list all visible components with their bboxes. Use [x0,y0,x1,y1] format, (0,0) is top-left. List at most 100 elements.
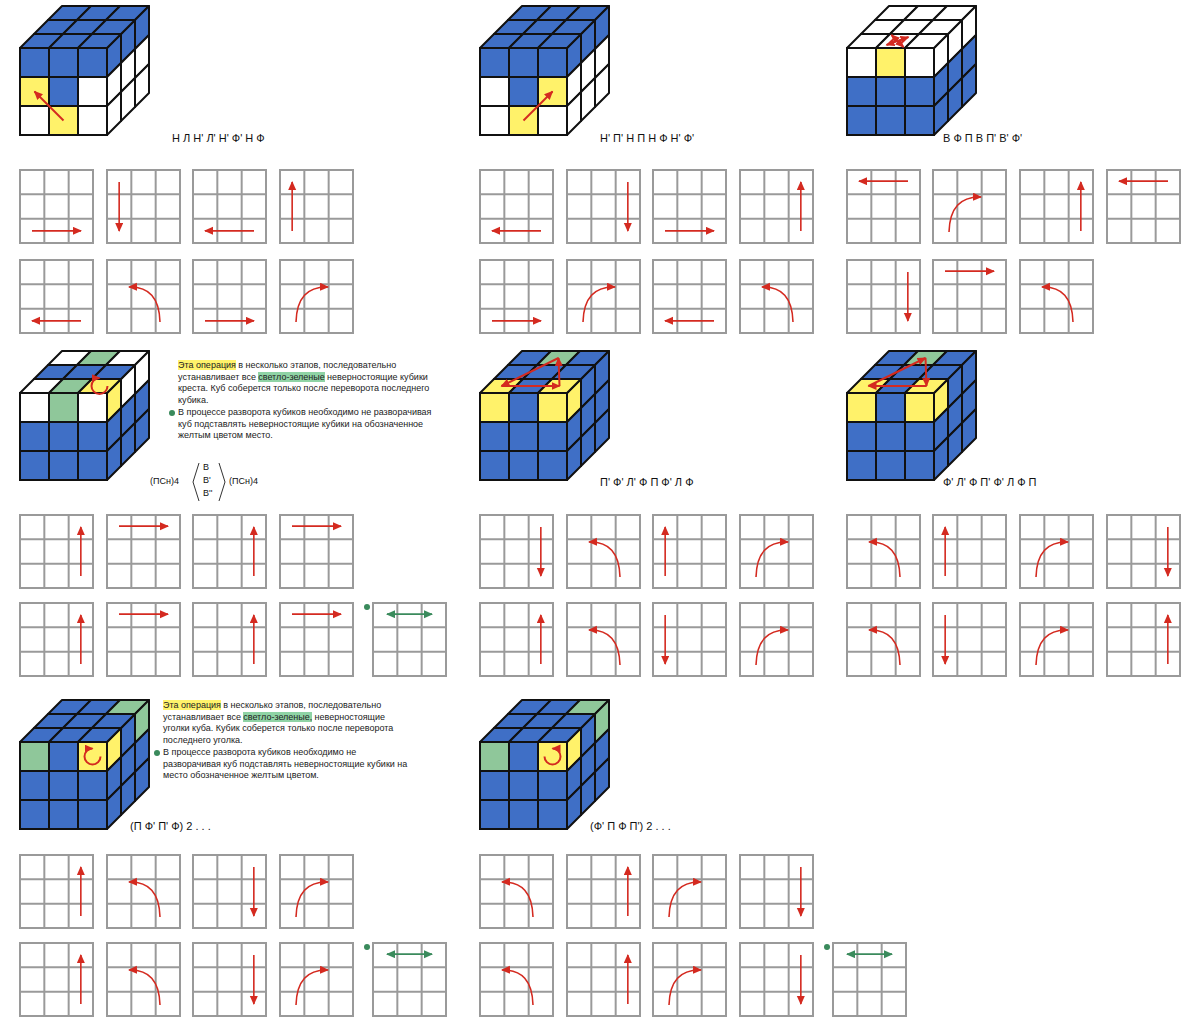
swap-arrow [847,953,892,955]
move-grid [1020,603,1093,676]
move-grid [847,170,920,243]
grid-line [193,626,266,628]
move-grid [373,943,446,1016]
formula-text: (ПСн)4 [150,476,179,487]
grid-line [615,515,617,588]
cube-side-sticker [962,64,976,107]
grid-line [653,966,726,968]
move-arrow [524,92,553,121]
move-grid [847,515,920,588]
grid-line [788,603,790,676]
grid-line [503,855,505,928]
cube-front-sticker [905,451,934,480]
move-grid [1020,170,1093,243]
grid-line [20,966,93,968]
grid-line [1068,515,1070,588]
grid-line [480,878,553,880]
turn-arrow [1036,630,1068,665]
cube-front-sticker [905,106,934,135]
grid-line [107,651,180,653]
grid-line [1130,515,1132,588]
grid-line [216,943,218,1016]
grid-line [847,218,920,220]
move-grid [653,515,726,588]
grid-line [1107,626,1180,628]
grid-line [740,651,813,653]
grid-line [740,966,813,968]
cube-front-sticker [905,77,934,106]
grid-line [107,626,180,628]
grid-line [193,218,266,220]
move-grid [1107,603,1180,676]
cube-front-sticker [538,106,567,135]
grid-line [280,991,353,993]
grid-line [1130,603,1132,676]
grid-line [480,563,553,565]
move-grid [20,515,93,588]
move-grid [280,170,353,243]
grid-line [847,538,920,540]
grid-line [676,603,678,676]
note-text: Эта операция [178,360,236,370]
grid-line [763,943,765,1016]
cube-front-sticker [509,451,538,480]
grid-line [155,943,157,1016]
cube-front-sticker [20,393,49,422]
cube-top-sticker [92,714,135,728]
move-arrow [118,182,120,231]
grid-line [480,651,553,653]
grid-line [528,603,530,676]
grid-line [193,651,266,653]
cube-front-sticker [876,422,905,451]
cube-front-sticker [480,48,509,77]
move-arrow [119,525,168,527]
grid-line [653,218,726,220]
cube-front-sticker [876,451,905,480]
grid-line [788,855,790,928]
move-arrow [800,867,802,916]
grid-line [528,943,530,1016]
swap-arrow [387,953,432,955]
cube-front-sticker [876,77,905,106]
grid-line [833,966,906,968]
cube-front-sticker [509,771,538,800]
grid-line [870,515,872,588]
move-grid [480,943,553,1016]
cube-top-sticker [78,34,121,48]
grid-line [567,651,640,653]
grid-line [280,878,353,880]
cube-front-sticker [847,106,876,135]
cube-side-sticker [948,78,962,121]
grid-line [107,878,180,880]
move-grid [1107,170,1180,243]
move-grid [1020,260,1093,333]
note-paragraph: В процессе разворота кубиков необходимо … [163,747,413,782]
move-grid [193,943,266,1016]
grid-line [328,855,330,928]
grid-line [788,170,790,243]
grid-line [981,515,983,588]
move-arrow [291,182,293,231]
move-grid [653,943,726,1016]
grid-line [155,170,157,243]
grid-line [933,193,1006,195]
cube-front-sticker [538,393,567,422]
move-grid [480,603,553,676]
move-grid [20,943,93,1016]
cube-front-sticker [20,800,49,829]
move-grid [833,943,906,1016]
angle-bracket [219,463,225,501]
move-arrow [627,182,629,231]
move-arrow [869,358,926,386]
cube-front-sticker [538,422,567,451]
cube-side-sticker [581,772,595,815]
grid-line [480,218,553,220]
cube-front-sticker [905,422,934,451]
move-arrow [205,320,254,322]
cube-top-sticker [552,714,595,728]
grid-line [763,855,765,928]
grid-line [20,308,93,310]
grid-line [68,943,70,1016]
grid-line [590,515,592,588]
